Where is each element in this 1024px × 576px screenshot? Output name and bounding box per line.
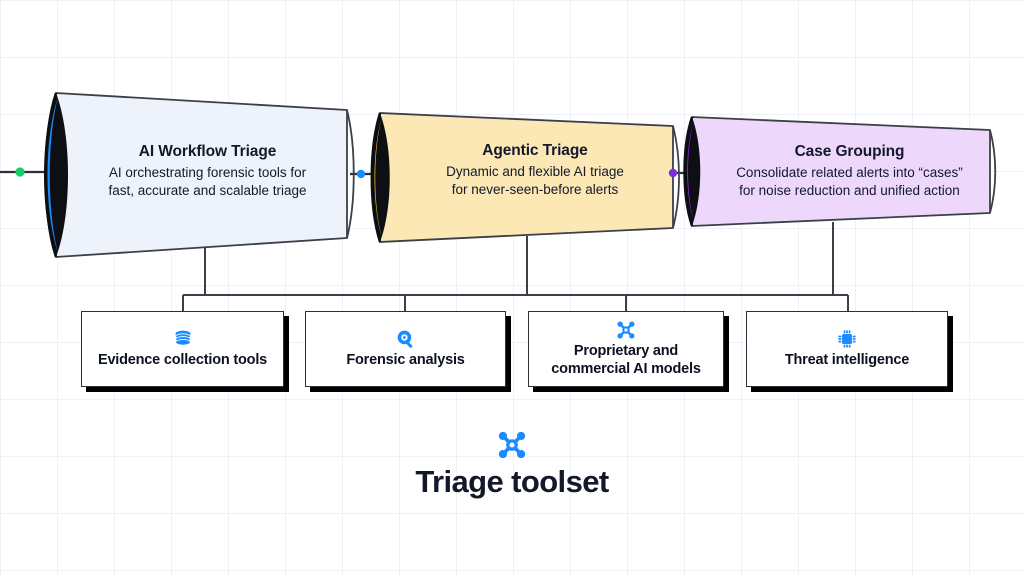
stage1-cap-lens (47, 97, 58, 253)
stage2-mouth (672, 125, 680, 229)
hub-icon (615, 319, 637, 341)
stage2-body (379, 112, 674, 243)
stage3-inlet-dot[interactable] (668, 168, 678, 178)
tool-box-threat-intelligence[interactable]: Threat intelligence (746, 311, 948, 387)
stage-shape-ai-workflow-triage[interactable] (15, 92, 355, 258)
tool-label-threat-intelligence: Threat intelligence (784, 352, 910, 370)
tool1-line1: Evidence collection tools (97, 352, 268, 369)
stage3-cap-rim (683, 117, 701, 226)
stage1-inlet-dot[interactable] (15, 167, 25, 177)
stage3-body (691, 116, 991, 227)
stage2-cap-lens (374, 117, 382, 238)
stage1-body (55, 92, 348, 258)
tool-label-forensic-analysis: Forensic analysis (346, 352, 465, 370)
stage1-mouth (346, 109, 355, 239)
tool-box-proprietary-ai-models[interactable]: Proprietary and commercial AI models (528, 311, 724, 387)
tool2-line1: Forensic analysis (346, 352, 465, 369)
connector-tree (182, 222, 849, 311)
stage2-cap-edge (370, 112, 382, 243)
stage3-mouth (989, 129, 997, 214)
stage3-cap-edge (683, 116, 694, 227)
tool-label-proprietary-ai-models: Proprietary and commercial AI models (551, 343, 701, 378)
magnifier-icon (395, 328, 417, 350)
tool4-line1: Threat intelligence (784, 352, 910, 369)
stage1-cap-rim (44, 93, 68, 257)
tool3-line1: Proprietary and (573, 343, 679, 360)
footer-group: Triage toolset (0, 428, 1024, 500)
tool-label-evidence-collection-tools: Evidence collection tools (98, 352, 267, 370)
tool-box-evidence-collection-tools[interactable]: Evidence collection tools (81, 311, 284, 387)
chip-icon (836, 328, 858, 350)
hub-icon (495, 428, 529, 462)
stage2-inlet-dot[interactable] (356, 169, 366, 179)
footer-title: Triage toolset (415, 464, 609, 499)
stage-shape-agentic-triage[interactable] (356, 112, 680, 243)
stage3-cap-lens (687, 121, 694, 222)
database-icon (172, 328, 194, 350)
stage-shape-case-grouping[interactable] (668, 116, 997, 227)
stage1-cap-edge (44, 92, 58, 258)
stage2-cap-rim (371, 113, 390, 242)
tool-box-forensic-analysis[interactable]: Forensic analysis (305, 311, 506, 387)
tool3-line2: commercial AI models (551, 361, 701, 377)
